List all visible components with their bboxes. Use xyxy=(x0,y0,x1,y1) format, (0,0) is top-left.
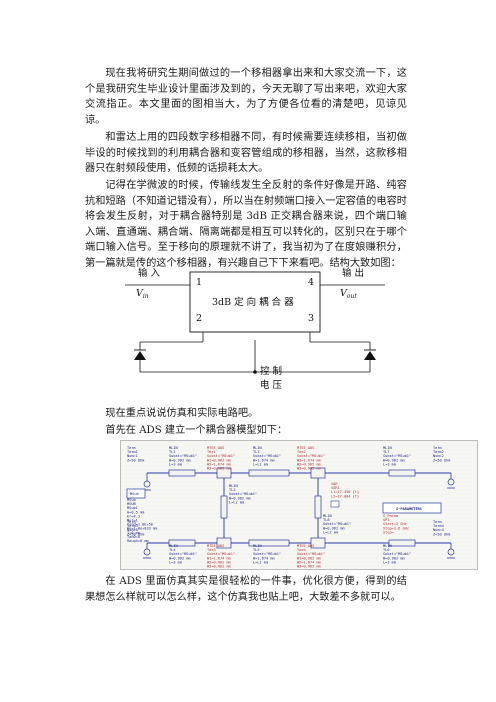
port-3-label: 3 xyxy=(308,313,314,324)
paragraph-ads-model: 首先在 ADS 建立一个耦合器模型如下： xyxy=(105,425,288,436)
paragraph-simulation-result: 在 ADS 里面仿真其实是很轻松的一件事，优化很方便，得到的结果想怎么样就可以怎… xyxy=(85,576,407,603)
msub-block xyxy=(126,488,146,499)
varactor-left-icon xyxy=(134,349,146,372)
paragraph-simulation-intro: 现在重点说说仿真和实际电路吧。 xyxy=(105,408,259,419)
input-symbol: Vin xyxy=(136,288,149,300)
term3-icon xyxy=(143,543,151,559)
var-block xyxy=(330,500,340,508)
svg-text:MSub: MSub xyxy=(130,492,139,496)
output-symbol: Vout xyxy=(340,288,357,300)
port-2-label: 2 xyxy=(196,313,202,324)
paragraph-background: 和雷达上用的四段数字移相器不同，有时候需要连续移相，当初做毕设的时候找到的利用耦… xyxy=(85,132,407,175)
output-label: 输 出 xyxy=(342,267,364,279)
port-1-label: 1 xyxy=(196,277,202,288)
coupler-structure-figure: 输 入 Vin 输 出 Vout 1 4 2 3 3dB 定 向 耦 合 器 xyxy=(120,264,390,394)
coupler-box xyxy=(189,271,321,333)
coupler-title: 3dB 定 向 耦 合 器 xyxy=(212,296,294,308)
vertical-branches xyxy=(220,478,322,538)
top-line-path xyxy=(147,467,451,479)
term2-icon xyxy=(447,473,455,489)
control-label: 控 制 xyxy=(260,365,282,377)
term4-icon xyxy=(447,543,455,559)
varactor-right-icon xyxy=(364,349,376,372)
sparam-block xyxy=(382,502,442,514)
coupler-diagram: 输 入 Vin 输 出 Vout 1 4 2 3 3dB 定 向 耦 合 器 xyxy=(125,267,385,391)
junction-dot-icon xyxy=(253,370,257,374)
svg-text:S-PARAMETERS: S-PARAMETERS xyxy=(396,507,422,511)
paragraph-principle: 记得在学微波的时候，传输线发生全反射的条件好像是开路、纯容抗和短路（不知道记错没… xyxy=(85,180,407,269)
paragraph-intro: 现在我将研究生期间做过的一个移相器拿出来和大家交流一下，这个是我研究生毕业设计里… xyxy=(85,68,407,126)
voltage-label: 电 压 xyxy=(260,379,283,391)
input-label: 输 入 xyxy=(138,267,161,279)
port-4-label: 4 xyxy=(308,277,314,288)
bottom-line-path xyxy=(147,537,451,549)
